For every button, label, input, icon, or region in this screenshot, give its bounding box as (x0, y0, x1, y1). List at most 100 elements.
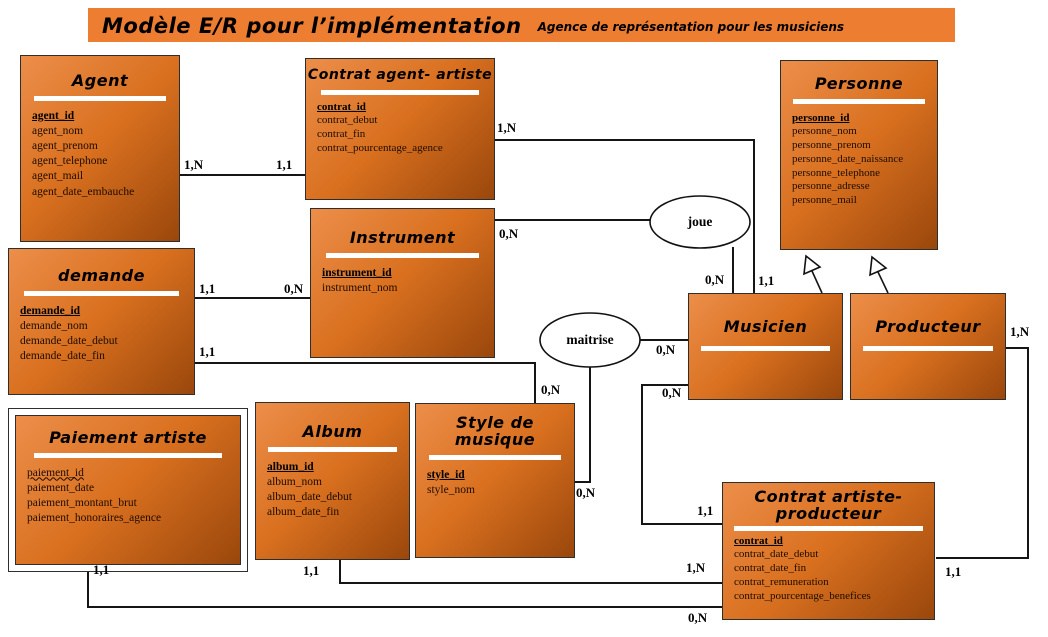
entity-field: agent_nom (32, 124, 84, 137)
line-musicien-cap (641, 384, 722, 525)
entity-field: contrat_id (317, 100, 366, 113)
diagram-subtitle: Agence de représentation pour les musici… (537, 20, 845, 34)
entity-field: paiement_date (27, 481, 95, 494)
cardinality-producteur-side: 1,N (1010, 324, 1030, 339)
entity-fields: paiement_id paiement_date paiement_montant… (16, 464, 240, 527)
entity-fields (851, 357, 1005, 359)
entity-field: album_date_fin (267, 506, 340, 519)
cardinality-cap-producteur: 1,1 (945, 564, 962, 579)
inherit-producteur-stem (877, 271, 889, 294)
entity-field: album_date_debut (267, 490, 352, 503)
separator (863, 346, 993, 351)
entity-musicien: Musicien (688, 293, 843, 400)
entity-field: paiement_id (27, 466, 84, 479)
entity-title: Musicien (723, 317, 808, 336)
entity-field: demande_date_debut (20, 334, 118, 347)
cardinality-demande-style-left: 1,1 (199, 344, 216, 359)
entity-field: agent_telephone (32, 155, 108, 168)
separator (33, 453, 223, 458)
separator (321, 90, 479, 95)
entity-paiement-artiste: Paiement artiste paiement_id paiement_dat… (15, 415, 241, 565)
entity-field: contrat_pourcentage_benefices (734, 589, 871, 602)
entity-title: Paiement artiste (49, 428, 207, 447)
entity-field: demande_date_fin (20, 350, 105, 363)
entity-field: contrat_fin (317, 128, 366, 141)
entity-fields: instrument_id instrument_nom (311, 264, 494, 296)
entity-instrument: Instrument instrument_id instrument_nom (310, 208, 495, 358)
separator (793, 99, 925, 104)
entity-field: agent_mail (32, 170, 84, 183)
line-paiement-cap (87, 572, 722, 608)
entity-fields (689, 357, 842, 359)
cardinality-maitrise-style: 0,N (576, 485, 596, 500)
cardinality-caa-musicien: 1,1 (758, 273, 775, 288)
cardinality-paiement-cap: 0,N (688, 610, 708, 625)
cardinality-demande-instrument-left: 1,1 (199, 281, 216, 296)
cardinality-agent-side: 1,N (184, 157, 204, 172)
entity-field: personne_nom (792, 125, 857, 138)
relation-joue-ellipse (649, 195, 751, 249)
cardinality-joue-musicien: 0,N (705, 272, 725, 287)
entity-field: contrat_remuneration (734, 575, 829, 588)
cardinality-musicien-cap: 0,N (662, 385, 682, 400)
diagram-title: Modèle E/R pour l’implémentation (102, 14, 522, 38)
entity-field: personne_id (792, 111, 850, 124)
entity-field: demande_id (20, 304, 81, 317)
entity-title: Contrat artiste-producteur (754, 487, 903, 523)
relation-joue-label: joue (687, 214, 713, 229)
title-banner: Modèle E/R pour l’implémentation Agence … (88, 8, 955, 42)
entity-title: Producteur (875, 317, 981, 336)
separator (325, 253, 480, 258)
cardinality-paiement-side: 1,1 (93, 562, 110, 577)
entity-title: Contrat agent- artiste (307, 67, 493, 83)
separator (428, 455, 562, 460)
line-demande-style (195, 362, 536, 404)
inherit-musicien-stem (811, 270, 823, 294)
relation-maitrise-ellipse (539, 312, 641, 368)
relation-maitrise-label: maitrise (566, 332, 614, 347)
entity-field: personne_prenom (792, 139, 871, 152)
entity-fields: album_id album_nom album_date_debut album_d… (256, 458, 409, 521)
cardinality-caa-right: 1,N (497, 120, 517, 135)
separator (733, 526, 924, 531)
separator (33, 96, 167, 101)
inherit-producteur-arrowhead-icon (869, 255, 888, 277)
cardinality-cap-musicien: 1,1 (697, 503, 714, 518)
cardinality-demande-style-end: 0,N (541, 382, 561, 397)
entity-field: personne_adresse (792, 180, 870, 193)
entity-field: personne_telephone (792, 166, 880, 179)
cardinality-album-side: 1,1 (303, 563, 320, 578)
line-album-cap (339, 560, 722, 584)
entity-title: Instrument (349, 228, 456, 247)
cardinality-album-cap: 1,N (686, 560, 706, 575)
entity-paiement-frame: Paiement artiste paiement_id paiement_dat… (8, 408, 248, 572)
cardinality-maitrise-musicien: 0,N (656, 342, 676, 357)
entity-field: contrat_pourcentage_agence (317, 141, 443, 154)
entity-field: album_id (267, 460, 314, 473)
entity-title: Personne (814, 74, 904, 93)
line-contrat-musicien (495, 139, 755, 293)
inherit-musicien-arrowhead-icon (803, 254, 822, 276)
separator (23, 291, 180, 296)
entity-field: contrat_date_fin (734, 562, 807, 575)
entity-field: personne_date_naissance (792, 152, 904, 165)
entity-field: paiement_montant_brut (27, 496, 137, 509)
separator (268, 447, 397, 452)
entity-field: agent_prenom (32, 139, 98, 152)
entity-field: instrument_nom (322, 281, 398, 294)
entity-field: album_nom (267, 475, 322, 488)
entity-producteur: Producteur (850, 293, 1006, 400)
cardinality-demande-instrument-right: 0,N (284, 281, 304, 296)
entity-title: Style de musique (454, 413, 536, 449)
entity-field: instrument_id (322, 266, 392, 279)
entity-title: Album (302, 422, 363, 441)
